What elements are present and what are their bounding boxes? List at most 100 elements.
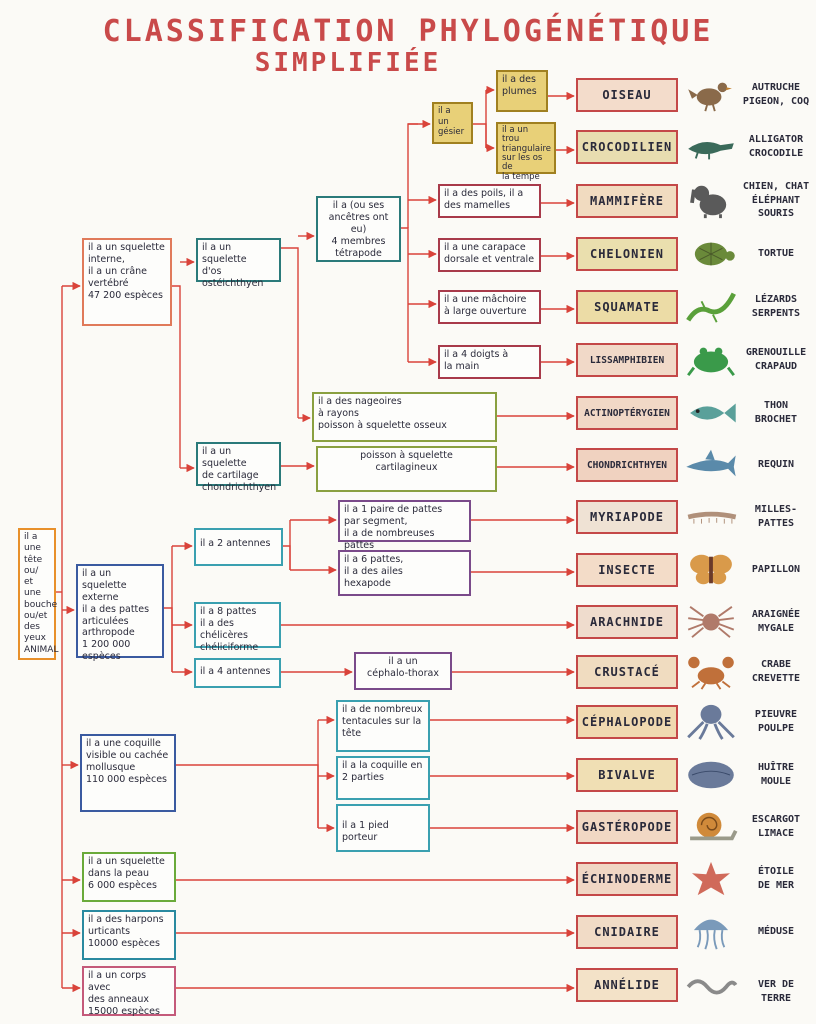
lizard-icon bbox=[686, 292, 736, 323]
animal-examples: PAPILLON bbox=[740, 563, 812, 577]
taxon-box: ANNÉLIDE bbox=[576, 968, 678, 1002]
animal-name: PATTES bbox=[757, 517, 795, 529]
animal-examples: LÉZARDS SERPENTS bbox=[740, 293, 812, 320]
animal-examples: GRENOUILLE CRAPAUD bbox=[740, 346, 812, 373]
worm-icon bbox=[686, 979, 738, 995]
animal-examples: ESCARGOT LIMACE bbox=[740, 813, 812, 840]
animal-examples: MILLES- PATTES bbox=[740, 503, 812, 530]
animal-name: BROCHET bbox=[754, 413, 798, 425]
animal-name: VER DE TERRE bbox=[757, 979, 795, 1004]
taxon-box: CHELONIEN bbox=[576, 237, 678, 271]
taxon-box: SQUAMATE bbox=[576, 290, 678, 324]
taxon-box: GASTÉROPODE bbox=[576, 810, 678, 844]
starfish-icon bbox=[692, 861, 730, 896]
animal-examples: MÉDUSE bbox=[740, 925, 812, 939]
taxon-box: ÉCHINODERME bbox=[576, 862, 678, 896]
animal-name: ÉTOILE bbox=[757, 866, 795, 877]
animal-name: THON bbox=[763, 400, 789, 411]
animal-name: MILLES- bbox=[754, 504, 798, 515]
animal-name: DE MER bbox=[757, 879, 795, 891]
page-title: CLASSIFICATION PHYLOGÉNÉTIQUE bbox=[102, 14, 714, 49]
animal-examples: ALLIGATOR CROCODILE bbox=[740, 133, 812, 160]
animal-name: ESCARGOT bbox=[751, 814, 801, 825]
taxon-box: CÉPHALOPODE bbox=[576, 705, 678, 739]
animal-name: MÉDUSE bbox=[757, 926, 795, 937]
animal-examples: CRABE CREVETTE bbox=[740, 658, 812, 685]
animal-name: ÉLÉPHANT bbox=[751, 194, 801, 206]
fish-icon bbox=[690, 403, 736, 423]
animal-name: SOURIS bbox=[757, 208, 795, 219]
octopus-icon bbox=[687, 704, 735, 740]
taxon-box: CHONDRICHTHYEN bbox=[576, 448, 678, 482]
animal-examples: THON BROCHET bbox=[740, 399, 812, 426]
animal-name: HUÎTRE bbox=[757, 762, 795, 773]
taxon-box: CROCODILIEN bbox=[576, 130, 678, 164]
taxon-box: CNIDAIRE bbox=[576, 915, 678, 949]
taxon-box: LISSAMPHIBIEN bbox=[576, 343, 678, 377]
animal-name: PAPILLON bbox=[751, 564, 801, 575]
animal-examples: TORTUE bbox=[740, 247, 812, 261]
taxon-box: INSECTE bbox=[576, 553, 678, 587]
bird-icon bbox=[688, 82, 732, 112]
shark-icon bbox=[686, 449, 736, 477]
animal-name: PIEUVRE bbox=[754, 709, 798, 720]
taxon-box: OISEAU bbox=[576, 78, 678, 112]
turtle-icon bbox=[694, 242, 735, 266]
animal-name: CREVETTE bbox=[751, 672, 801, 684]
animal-examples: CHIEN, CHAT ÉLÉPHANT SOURIS bbox=[740, 180, 812, 221]
crab-icon bbox=[688, 656, 734, 690]
butterfly-icon bbox=[690, 554, 732, 585]
animal-name: POULPE bbox=[757, 722, 795, 734]
antennes2-box: il a 2 antennes bbox=[194, 528, 283, 566]
taxon-box: ARACHNIDE bbox=[576, 605, 678, 639]
jellyfish-icon bbox=[693, 919, 729, 950]
animal-examples: ÉTOILE DE MER bbox=[740, 865, 812, 892]
animal-name: TORTUE bbox=[757, 248, 795, 259]
animal-name: SERPENTS bbox=[751, 307, 801, 319]
animal-name: GRENOUILLE bbox=[745, 347, 807, 358]
snail-icon bbox=[690, 812, 738, 841]
animal-name: CROCODILE bbox=[748, 147, 804, 159]
animal-examples: VER DE TERRE bbox=[740, 978, 812, 1005]
taxon-box: MYRIAPODE bbox=[576, 500, 678, 534]
animal-examples: PIEUVRE POULPE bbox=[740, 708, 812, 735]
hexapode-box: il a 6 pattes,il a des ailes hexapode bbox=[338, 550, 471, 596]
animal-examples: REQUIN bbox=[740, 458, 812, 472]
mammal-icon bbox=[690, 185, 727, 219]
animal-name: CRAPAUD bbox=[754, 360, 798, 372]
taxon-box: MAMMIFÈRE bbox=[576, 184, 678, 218]
animal-name: ARAIGNÉE bbox=[751, 609, 801, 620]
spider-icon bbox=[687, 606, 735, 638]
animal-name: CRABE bbox=[760, 659, 792, 670]
animal-name: LIMACE bbox=[757, 827, 795, 839]
animal-name: MOULE bbox=[760, 775, 792, 787]
animal-name: CHIEN, CHAT bbox=[742, 181, 810, 192]
animal-name: LÉZARDS bbox=[754, 294, 798, 305]
antennes4-box: il a 4 antennes bbox=[194, 658, 281, 688]
shell-icon bbox=[688, 761, 734, 789]
animal-name: ALLIGATOR bbox=[748, 134, 804, 145]
taxon-box: CRUSTACÉ bbox=[576, 655, 678, 689]
animal-examples: HUÎTRE MOULE bbox=[740, 761, 812, 788]
